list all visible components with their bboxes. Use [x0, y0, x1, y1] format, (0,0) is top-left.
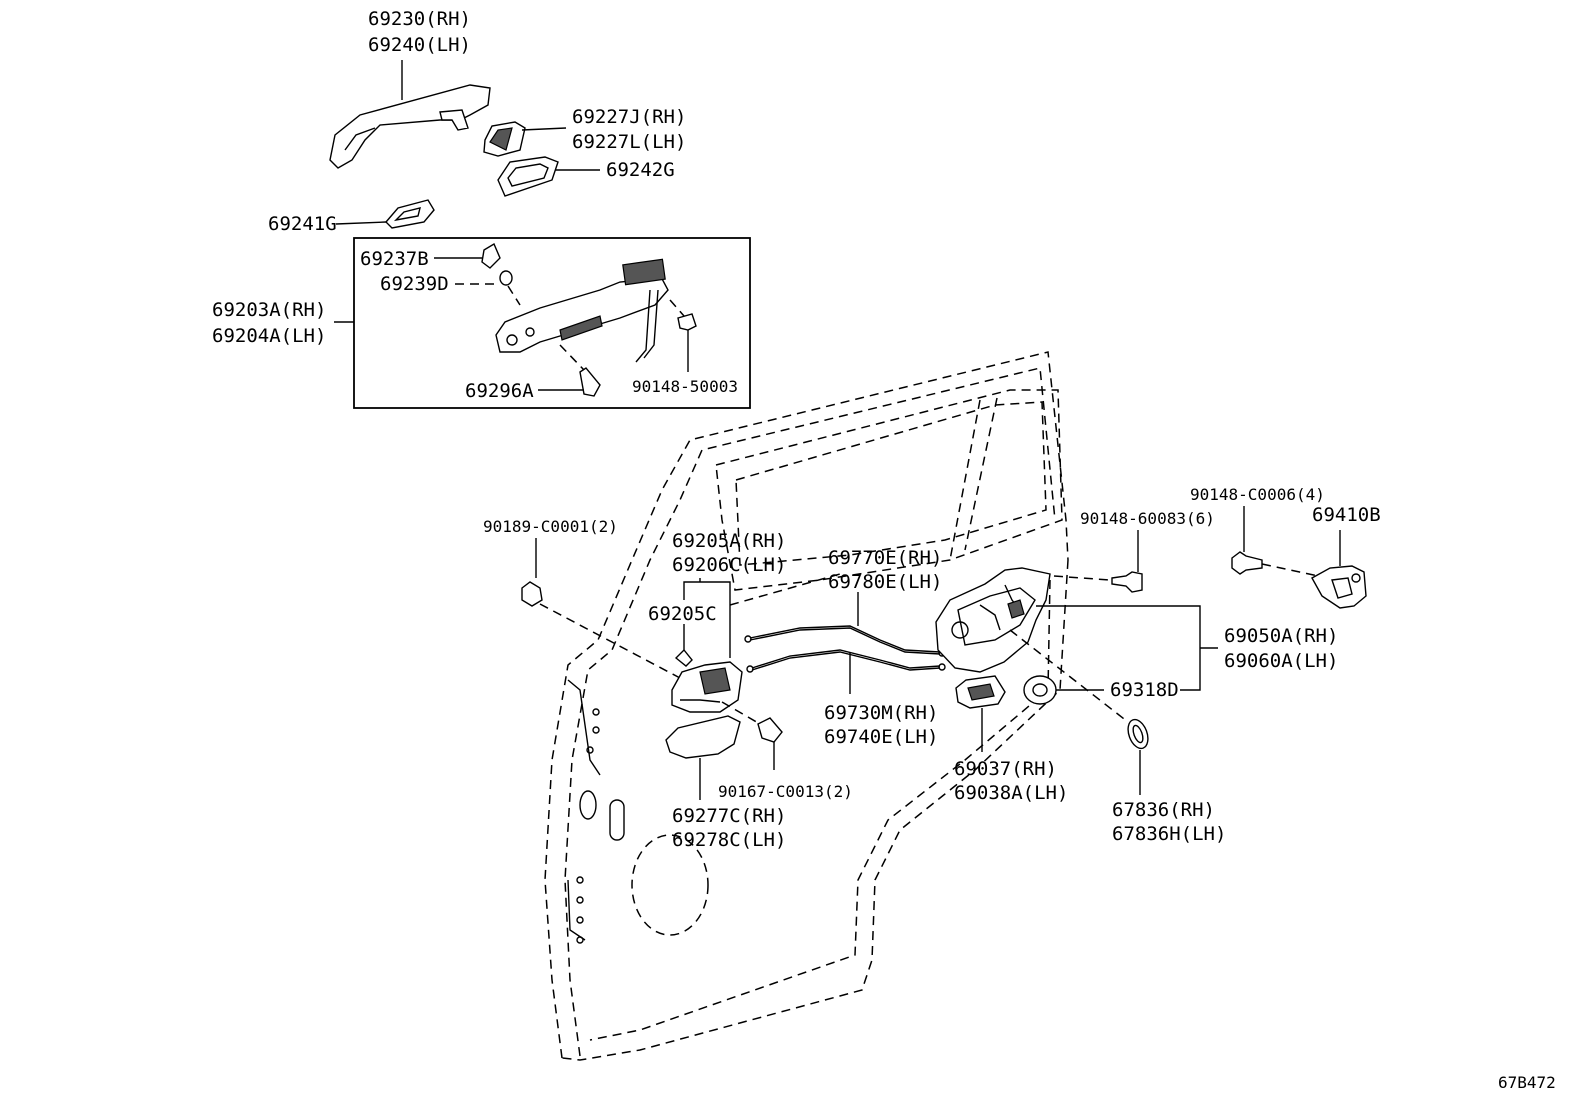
- striker-screw-label: 90148-C0006(4): [1190, 485, 1325, 504]
- frame-bushing-label: 69239D: [380, 273, 449, 295]
- outside-handle-label-lh: 69240(LH): [368, 34, 471, 56]
- cable-assembly: [744, 625, 946, 673]
- lock-screw: [1111, 571, 1143, 593]
- frame-pin-label: 69296A: [465, 380, 534, 402]
- lock-screw-label: 90148-60083(6): [1080, 509, 1215, 528]
- grommet: [1127, 718, 1149, 750]
- handle-cap: [483, 121, 526, 157]
- handle-frame: [495, 258, 669, 363]
- lock-cover: [955, 675, 1006, 709]
- handle-pad-front: [385, 199, 435, 229]
- lock-seal-label: 69318D: [1110, 679, 1179, 701]
- inner-clip: [521, 581, 543, 607]
- frame-clip: [481, 242, 501, 269]
- diagram-code: 67B472: [1498, 1073, 1556, 1092]
- frame-group-box: [353, 237, 751, 409]
- grommet-label-rh: 67836(RH): [1112, 799, 1215, 821]
- lock-cover-label-lh: 69038A(LH): [954, 782, 1068, 804]
- frame-clip-label: 69237B: [360, 248, 429, 270]
- cable-upper-label-lh: 69780E(LH): [828, 571, 942, 593]
- bezel: [665, 715, 741, 759]
- handle-pad-rear: [497, 156, 559, 197]
- outside-handle: [329, 84, 491, 169]
- door-panel-outline: [544, 351, 1069, 1061]
- handle-pad-rear-label: 69242G: [606, 159, 675, 181]
- lock-seal: [1023, 675, 1057, 705]
- cable-lower-label-lh: 69740E(LH): [824, 726, 938, 748]
- grommet-label-lh: 67836H(LH): [1112, 823, 1226, 845]
- frame-screw: [677, 313, 697, 331]
- frame-screw-label: 90148-50003: [632, 377, 738, 396]
- bezel-screw-label: 90167-C0013(2): [718, 782, 853, 801]
- striker-label: 69410B: [1312, 504, 1381, 526]
- outside-handle-label-rh: 69230(RH): [368, 8, 471, 30]
- frame-group-label-rh: 69203A(RH): [212, 299, 326, 321]
- handle-pad-front-label: 69241G: [268, 213, 337, 235]
- bezel-label-rh: 69277C(RH): [672, 805, 786, 827]
- frame-bushing: [499, 270, 513, 286]
- cable-upper-label-rh: 69770E(RH): [828, 547, 942, 569]
- inner-clip-label: 90189-C0001(2): [483, 517, 618, 536]
- frame-pin: [579, 367, 601, 397]
- bezel-label-lh: 69278C(LH): [672, 829, 786, 851]
- lock-assy-label-lh: 69060A(LH): [1224, 650, 1338, 672]
- striker: [1311, 565, 1367, 609]
- handle-cap-label-rh: 69227J(RH): [572, 106, 686, 128]
- inside-handle-label-lh: 69206C(LH): [672, 554, 786, 576]
- door-lock-assembly: [935, 567, 1051, 673]
- lock-cover-label-rh: 69037(RH): [954, 758, 1057, 780]
- bezel-screw: [757, 717, 783, 743]
- handle-cap-label-lh: 69227L(LH): [572, 131, 686, 153]
- inside-handle: [671, 661, 743, 713]
- frame-group-label-lh: 69204A(LH): [212, 325, 326, 347]
- striker-screw: [1231, 551, 1263, 575]
- cable-lower-label-rh: 69730M(RH): [824, 702, 938, 724]
- inside-handle-label-rh: 69205A(RH): [672, 530, 786, 552]
- lock-assy-label-rh: 69050A(RH): [1224, 625, 1338, 647]
- inside-handle-sub-label: 69205C: [648, 603, 717, 625]
- inside-handle-sub: [674, 648, 693, 667]
